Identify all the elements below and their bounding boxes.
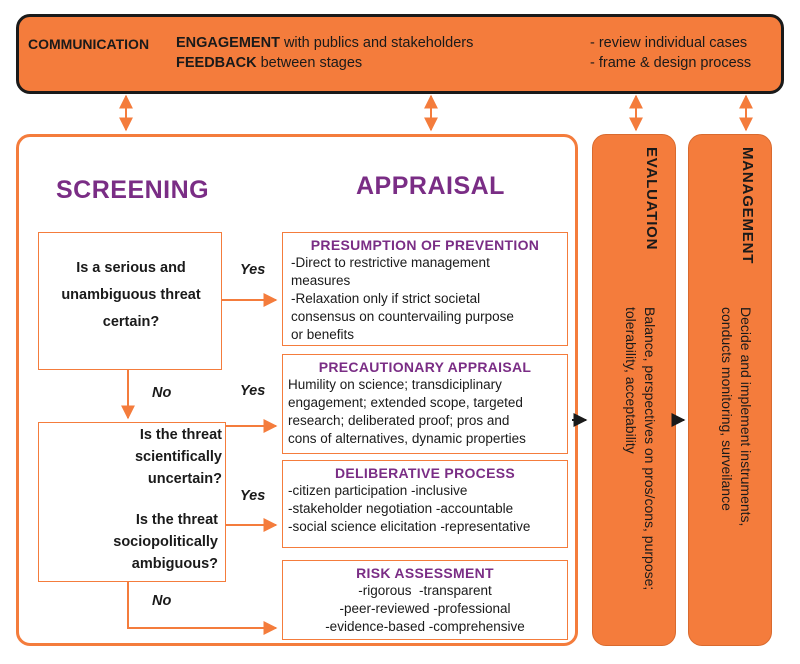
box-line: -citizen participation -inclusive [288,483,468,498]
box-line: -Relaxation only if strict societal [291,291,481,306]
box-line: -rigorous -transparent [358,583,492,598]
question3-line: sociopolitically [113,534,218,550]
evaluation-line: Balance, perspectives on pros/cons, purp… [642,307,658,591]
deliberative-process-title: DELIBERATIVE PROCESS [335,465,515,481]
box-line: Humility on science; transdiciplinary [288,377,502,392]
yes-label: Yes [240,383,266,399]
box-line: -peer-reviewed -professional [339,601,511,616]
question1-line: unambiguous threat [61,287,201,303]
evaluation-description: Balance, perspectives on pros/cons, purp… [621,307,659,637]
deliberative-process-box: DELIBERATIVE PROCESS -citizen participat… [282,460,568,548]
question3-line: ambiguous? [131,556,218,572]
deliberative-process-text: -citizen participation -inclusive -stake… [288,482,567,536]
management-title: MANAGEMENT [739,147,756,265]
management-description: Decide and implement instruments, conduc… [717,307,755,637]
no-arrow [127,582,278,635]
review-cases-text: - review individual cases [590,35,748,51]
evaluation-line: tolerability, acceptability [623,307,639,454]
engagement-line: ENGAGEMENT with publics and stakeholders [176,35,473,51]
box-line: engagement; extended scope, targeted [288,395,523,410]
question-serious-threat: Is a serious and unambiguous threat cert… [40,255,222,336]
box-line: -evidence-based -comprehensive [325,619,525,634]
communication-bar [16,14,784,94]
management-column: MANAGEMENT Decide and implement instrume… [688,134,772,646]
box-line: -social science elicitation -representat… [288,519,531,534]
precautionary-appraisal-text: Humility on science; transdiciplinary en… [288,376,567,448]
no-label: No [152,385,172,401]
box-line: cons of alternatives, dynamic properties [288,431,526,446]
frame-design-text: - frame & design process [590,55,752,71]
risk-assessment-text: -rigorous -transparent -peer-reviewed -p… [283,582,567,636]
question3-line: Is the threat [135,512,218,528]
box-line: measures [291,273,351,288]
question2-line: Is the threat [139,427,222,443]
management-line: conducts monitoring, surveilance [719,307,735,511]
question2-line: uncertain? [147,471,222,487]
engagement-text: with publics and stakeholders [279,35,474,51]
evaluation-title: EVALUATION [643,147,660,251]
feedback-text: between stages [256,55,363,71]
question-scientifically-uncertain: Is the threat scientifically uncertain? [40,424,222,490]
box-line: -Direct to restrictive management [291,255,490,270]
question-sociopolitically-ambiguous: Is the threat sociopolitically ambiguous… [40,509,218,575]
management-line: Decide and implement instruments, [738,307,754,527]
engagement-label: ENGAGEMENT [176,35,280,51]
presumption-of-prevention-title: PRESUMPTION OF PREVENTION [310,237,540,253]
feedback-label: FEEDBACK [176,55,257,71]
evaluation-column: EVALUATION Balance, perspectives on pros… [592,134,676,646]
box-line: -stakeholder negotiation -accountable [288,501,514,516]
communication-title: COMMUNICATION [28,36,150,52]
appraisal-title: APPRAISAL [356,172,505,200]
screening-title: SCREENING [56,176,210,204]
risk-assessment-title: RISK ASSESSMENT [356,565,494,581]
precautionary-appraisal-box: PRECAUTIONARY APPRAISAL Humility on scie… [282,354,568,454]
box-line: or benefits [291,327,355,342]
yes-label: Yes [240,262,266,278]
no-label: No [152,593,172,609]
question1-line: certain? [102,314,160,330]
presumption-of-prevention-box: PRESUMPTION OF PREVENTION -Direct to res… [282,232,568,346]
box-line: consensus on countervailing purpose [291,309,514,324]
feedback-line: FEEDBACK between stages [176,55,362,71]
question2-line: scientifically [134,449,222,465]
box-line: research; deliberated proof; pros and [288,413,510,428]
presumption-of-prevention-text: -Direct to restrictive management measur… [291,254,567,344]
risk-assessment-box: RISK ASSESSMENT -rigorous -transparent -… [282,560,568,640]
question1-line: Is a serious and [76,260,186,276]
question-box-uncertain-ambiguous [38,422,226,582]
yes-label: Yes [240,488,266,504]
precautionary-appraisal-title: PRECAUTIONARY APPRAISAL [318,359,532,375]
question-box-serious-threat [38,232,222,370]
